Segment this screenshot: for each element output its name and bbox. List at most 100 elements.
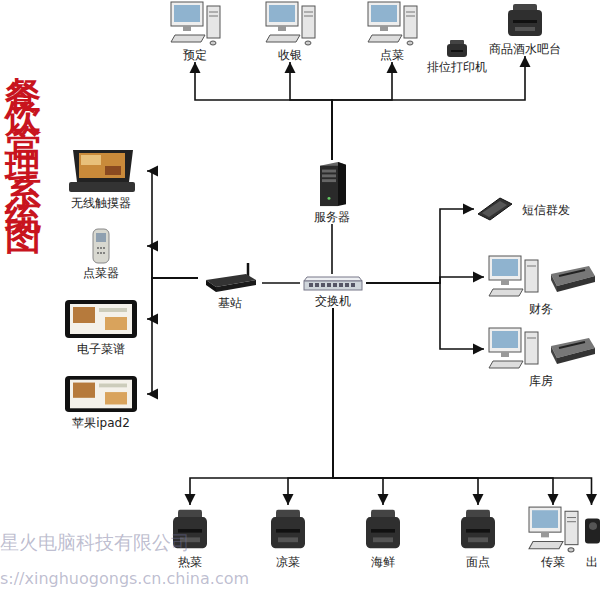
diagram-title: 餐饮管理系统图 xyxy=(4,48,44,216)
icon-part xyxy=(312,160,352,208)
icon-part xyxy=(266,2,298,26)
device-icon xyxy=(268,505,308,553)
icon-part xyxy=(468,537,488,542)
icon-part xyxy=(105,166,121,175)
icon-part xyxy=(489,289,523,296)
icon-part xyxy=(99,384,127,388)
icon-part xyxy=(485,326,597,372)
icon-part xyxy=(505,0,545,40)
icon-part xyxy=(210,41,216,45)
network-link xyxy=(366,277,484,283)
icon-part xyxy=(73,307,95,323)
icon-part xyxy=(79,153,125,178)
icon-part xyxy=(262,0,318,46)
icon-part xyxy=(70,380,132,409)
icon-part xyxy=(373,537,393,542)
device-node: 财务 xyxy=(484,254,598,316)
network-link xyxy=(147,278,198,319)
icon-part xyxy=(174,5,200,22)
device-icon xyxy=(63,148,139,194)
network-link xyxy=(147,171,198,278)
icon-part xyxy=(304,12,313,13)
icon-part xyxy=(466,529,490,533)
device-icon xyxy=(63,298,139,340)
icon-part xyxy=(501,352,509,357)
icon-part xyxy=(178,529,202,533)
network-link xyxy=(288,308,333,505)
icon-part xyxy=(70,304,132,334)
icon-part xyxy=(559,342,585,348)
icon-part xyxy=(371,5,397,22)
icon-part xyxy=(525,505,581,553)
icon-part xyxy=(557,276,595,292)
network-link xyxy=(190,308,333,505)
icon-part xyxy=(568,548,574,552)
device-icon xyxy=(485,326,597,372)
icon-part xyxy=(322,179,336,182)
network-link xyxy=(147,278,198,394)
device-icon xyxy=(202,262,258,294)
icon-part xyxy=(338,162,346,206)
icon-part xyxy=(527,266,536,267)
icon-part xyxy=(268,505,308,553)
icon-part xyxy=(97,247,99,249)
icon-part xyxy=(589,522,597,530)
icon-part xyxy=(447,44,467,57)
device-icon xyxy=(262,0,318,46)
device-node: 收银 xyxy=(255,0,325,62)
icon-part xyxy=(266,35,300,42)
icon-part xyxy=(492,259,518,276)
network-link xyxy=(366,283,484,349)
icon-part xyxy=(216,280,256,292)
device-node: 无线触摸器 xyxy=(55,148,147,210)
icon-part xyxy=(541,532,549,537)
icon-part xyxy=(565,511,578,544)
network-link xyxy=(290,62,332,160)
icon-part xyxy=(81,155,101,165)
icon-part xyxy=(269,5,295,22)
icon-part xyxy=(366,517,400,548)
icon-part xyxy=(368,35,402,42)
icon-part xyxy=(333,283,337,287)
icon-part xyxy=(96,233,106,242)
network-link xyxy=(195,62,332,160)
icon-part xyxy=(557,348,595,364)
icon-part xyxy=(551,274,557,292)
device-label: 短信群发 xyxy=(522,203,570,217)
icon-part xyxy=(406,12,415,13)
device-node: 点菜器 xyxy=(55,228,147,280)
icon-part xyxy=(446,38,468,58)
device-label: 无线触摸器 xyxy=(71,196,131,210)
network-link xyxy=(331,224,333,274)
device-label: 苹果ipad2 xyxy=(72,416,130,430)
icon-part xyxy=(525,260,538,292)
device-icon xyxy=(458,505,498,553)
device-node: 出 xyxy=(583,505,600,569)
device-icon xyxy=(90,228,112,264)
device-node: 交换机 xyxy=(300,274,366,308)
icon-part xyxy=(368,2,400,26)
device-label: 商品酒水吧台 xyxy=(489,42,561,56)
device-label: 热菜 xyxy=(178,555,202,569)
watermark-text: 星火电脑科技有限公司 xyxy=(0,530,190,556)
icon-part xyxy=(508,10,542,36)
icon-part xyxy=(90,228,112,264)
device-label: 海鲜 xyxy=(371,555,395,569)
icon-part xyxy=(304,281,362,290)
icon-part xyxy=(173,517,207,548)
icon-part xyxy=(327,283,331,287)
icon-part xyxy=(209,16,218,17)
device-label: 基站 xyxy=(218,296,242,310)
icon-part xyxy=(103,247,105,249)
icon-part xyxy=(513,20,537,23)
icon-part xyxy=(532,510,558,528)
device-label: 凉菜 xyxy=(276,555,300,569)
device-node: 海鲜 xyxy=(353,505,413,569)
icon-part xyxy=(328,197,331,200)
icon-part xyxy=(404,6,417,38)
icon-part xyxy=(583,505,600,553)
icon-part xyxy=(271,517,305,548)
icon-part xyxy=(489,256,521,280)
icon-part xyxy=(567,521,576,522)
